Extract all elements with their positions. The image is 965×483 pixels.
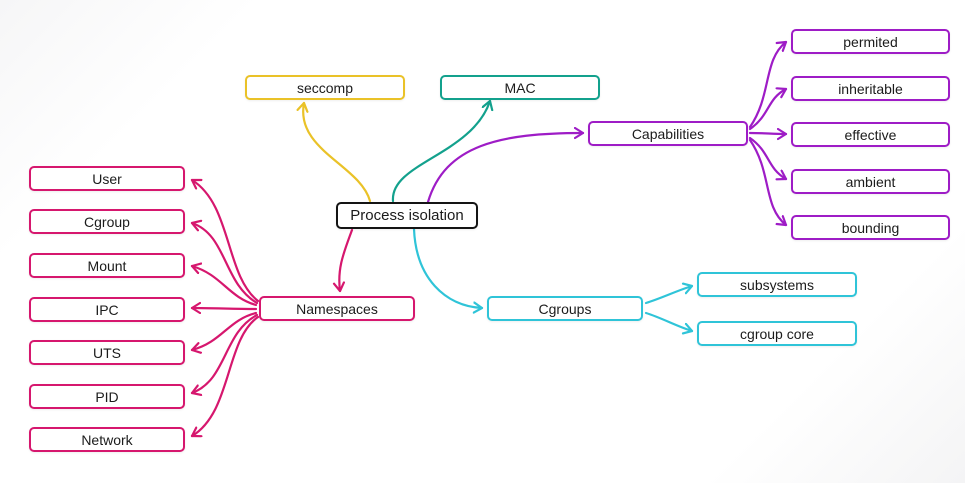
node-cgroups[interactable]: Cgroups xyxy=(487,296,643,321)
node-effective[interactable]: effective xyxy=(791,122,950,147)
edge-capabilities-ambient xyxy=(748,136,788,179)
edge-cgroups-subsystems xyxy=(644,286,694,305)
edge-namespaces-pid xyxy=(190,313,259,393)
edge-root-namespaces xyxy=(339,228,354,293)
node-subsystems[interactable]: subsystems xyxy=(697,272,857,297)
node-cgroup[interactable]: Cgroup xyxy=(29,209,185,234)
node-inheritable[interactable]: inheritable xyxy=(791,76,950,101)
node-permited[interactable]: permited xyxy=(791,29,950,54)
edge-namespaces-user xyxy=(190,178,260,303)
node-namespaces[interactable]: Namespaces xyxy=(259,296,415,321)
edge-capabilities-inheritable xyxy=(748,89,788,131)
edge-namespaces-ipc xyxy=(190,308,258,309)
edge-root-cgroups xyxy=(412,227,484,308)
edge-namespaces-network xyxy=(190,315,260,436)
edge-cgroups-cgroup-core xyxy=(644,311,694,331)
edge-root-seccomp xyxy=(303,101,372,203)
node-cgroup-core[interactable]: cgroup core xyxy=(697,321,857,346)
node-ambient[interactable]: ambient xyxy=(791,169,950,194)
edge-namespaces-uts xyxy=(190,311,258,350)
edge-root-capabilities xyxy=(426,133,585,204)
edge-namespaces-mount xyxy=(190,266,258,307)
node-uts[interactable]: UTS xyxy=(29,340,185,365)
edge-namespaces-cgroup xyxy=(190,223,259,305)
node-seccomp[interactable]: seccomp xyxy=(245,75,405,100)
node-capabilities[interactable]: Capabilities xyxy=(588,121,748,146)
edge-root-mac xyxy=(391,99,490,203)
node-process-isolation[interactable]: Process isolation xyxy=(336,202,478,229)
node-pid[interactable]: PID xyxy=(29,384,185,409)
node-ipc[interactable]: IPC xyxy=(29,297,185,322)
node-mount[interactable]: Mount xyxy=(29,253,185,278)
node-mac[interactable]: MAC xyxy=(440,75,600,100)
node-bounding[interactable]: bounding xyxy=(791,215,950,240)
node-user[interactable]: User xyxy=(29,166,185,191)
edge-capabilities-permited xyxy=(748,40,788,129)
node-network[interactable]: Network xyxy=(29,427,185,452)
edge-capabilities-bounding xyxy=(748,138,788,227)
edge-capabilities-effective xyxy=(748,133,788,134)
